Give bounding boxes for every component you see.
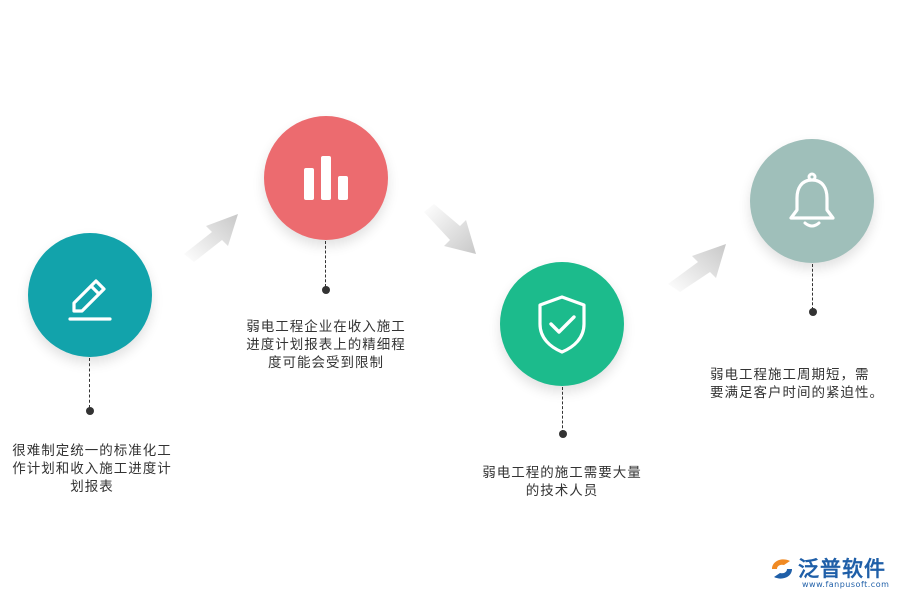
step-4-connector <box>812 264 813 310</box>
step-3-circle <box>500 262 624 386</box>
step-3-dot <box>559 430 567 438</box>
brand-logo: 泛普软件 www.fanpusoft.com <box>768 553 896 595</box>
step-2-circle <box>264 116 388 240</box>
step-1-dot <box>86 407 94 415</box>
arrow-2-icon <box>424 204 476 254</box>
step-4-dot <box>809 308 817 316</box>
arrow-1-icon <box>184 214 238 262</box>
step-4-circle <box>750 139 874 263</box>
step-3-caption: 弱电工程的施工需要大量 的技术人员 <box>482 465 642 499</box>
step-4-caption: 弱电工程施工周期短，需 要满足客户时间的紧迫性。 <box>710 367 884 401</box>
logo-url: www.fanpusoft.com <box>802 580 890 589</box>
bar-chart-icon <box>304 156 348 200</box>
pencil-icon <box>68 279 112 321</box>
step-2-connector <box>325 241 326 287</box>
step-2-dot <box>322 286 330 294</box>
step-3-connector <box>562 387 563 433</box>
step-1-caption: 很难制定统一的标准化工 作计划和收入施工进度计 划报表 <box>12 443 172 495</box>
shield-check-icon <box>538 295 586 354</box>
logo-name: 泛普软件 <box>798 557 886 581</box>
logo-mark-icon <box>772 559 792 579</box>
bell-icon <box>789 172 835 228</box>
step-1-connector <box>89 358 90 408</box>
arrow-3-icon <box>668 244 726 292</box>
step-2-caption: 弱电工程企业在收入施工 进度计划报表上的精细程 度可能会受到限制 <box>246 319 406 371</box>
step-1-circle <box>28 233 152 357</box>
